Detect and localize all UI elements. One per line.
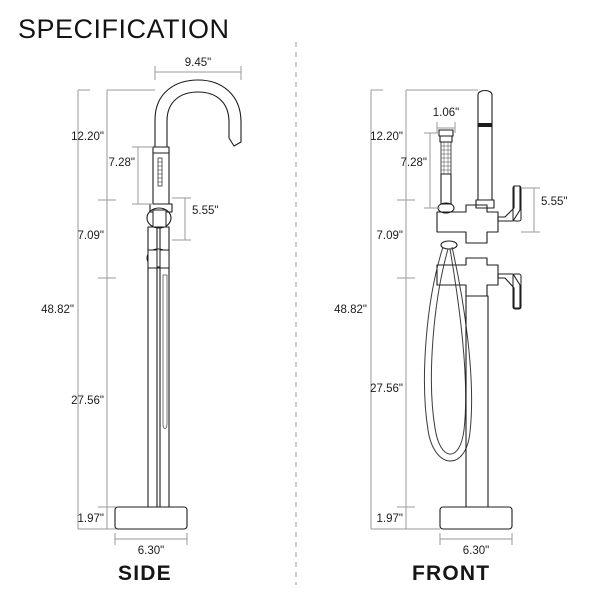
front-wand-neck (439, 135, 453, 143)
front-upper-handle (497, 185, 521, 222)
dim-label-front-upper-section: 12.20" (370, 131, 403, 143)
dim-label-side-upper-section: 12.20" (71, 131, 104, 143)
side-dimensions (77, 66, 242, 545)
side-base (114, 506, 188, 530)
dim-label-front-handheld-length: 7.28" (401, 157, 427, 169)
view-label-front: FRONT (412, 562, 491, 585)
dim-label-side-base-width: 6.30" (138, 545, 164, 557)
side-upper-column (152, 152, 170, 205)
front-spout-collar (475, 199, 495, 209)
dim-label-front-riser-section: 27.56" (370, 383, 403, 395)
page-title: SPECIFICATION (18, 14, 230, 44)
front-hose-outer (424, 246, 473, 462)
front-lower-valve-body (436, 257, 499, 297)
front-faucet-body (424, 89, 522, 530)
dim-label-front-base-width: 6.30" (463, 545, 489, 557)
side-grip-texture (157, 157, 163, 187)
front-hose-outlet (440, 240, 458, 250)
front-hose-inner (430, 248, 467, 455)
side-view-drawing: 9.45" 12.20" 7.28" 7.09" 5.55" 27.56" 1.… (41, 57, 242, 557)
front-wand-handle (440, 173, 452, 205)
dim-label-front-valve-section: 7.09" (377, 230, 403, 242)
front-riser-column (465, 295, 489, 508)
side-spout-arc (154, 79, 242, 148)
dim-label-side-overall-height: 48.82" (41, 304, 74, 316)
dim-label-front-handheld-width: 1.06" (433, 107, 459, 119)
front-spout-tube (477, 89, 493, 201)
side-spout-collar (152, 146, 170, 154)
dim-label-front-overall-height: 48.82" (334, 304, 367, 316)
front-spout-band (478, 123, 492, 127)
dim-label-side-handle-offset: 5.55" (192, 205, 218, 217)
front-view-drawing: 1.06" 12.20" 7.28" 7.09" 5.55" 27.56" 1.… (334, 89, 567, 557)
side-riser-slot (162, 274, 168, 429)
front-lower-handle (497, 273, 521, 309)
front-wand-head (438, 129, 454, 137)
side-valve-boss (146, 207, 172, 229)
dim-label-side-riser-section: 27.56" (71, 395, 104, 407)
front-base (439, 506, 513, 530)
dim-label-side-handheld-length: 7.28" (109, 157, 135, 169)
dim-label-front-handle-offset: 5.55" (541, 196, 567, 208)
dim-label-front-base-height: 1.97" (377, 513, 403, 525)
side-riser-rear (147, 226, 158, 508)
side-valve-stem (152, 209, 167, 228)
side-riser-front (159, 226, 170, 508)
dim-label-side-base-height: 1.97" (78, 513, 104, 525)
front-upper-valve-body (436, 204, 499, 244)
dim-label-side-valve-section: 7.09" (78, 230, 104, 242)
side-faucet-body (114, 79, 242, 530)
dim-label-side-spout-reach: 9.45" (185, 57, 211, 69)
view-label-side: SIDE (118, 562, 172, 585)
front-dimensions (370, 89, 540, 545)
